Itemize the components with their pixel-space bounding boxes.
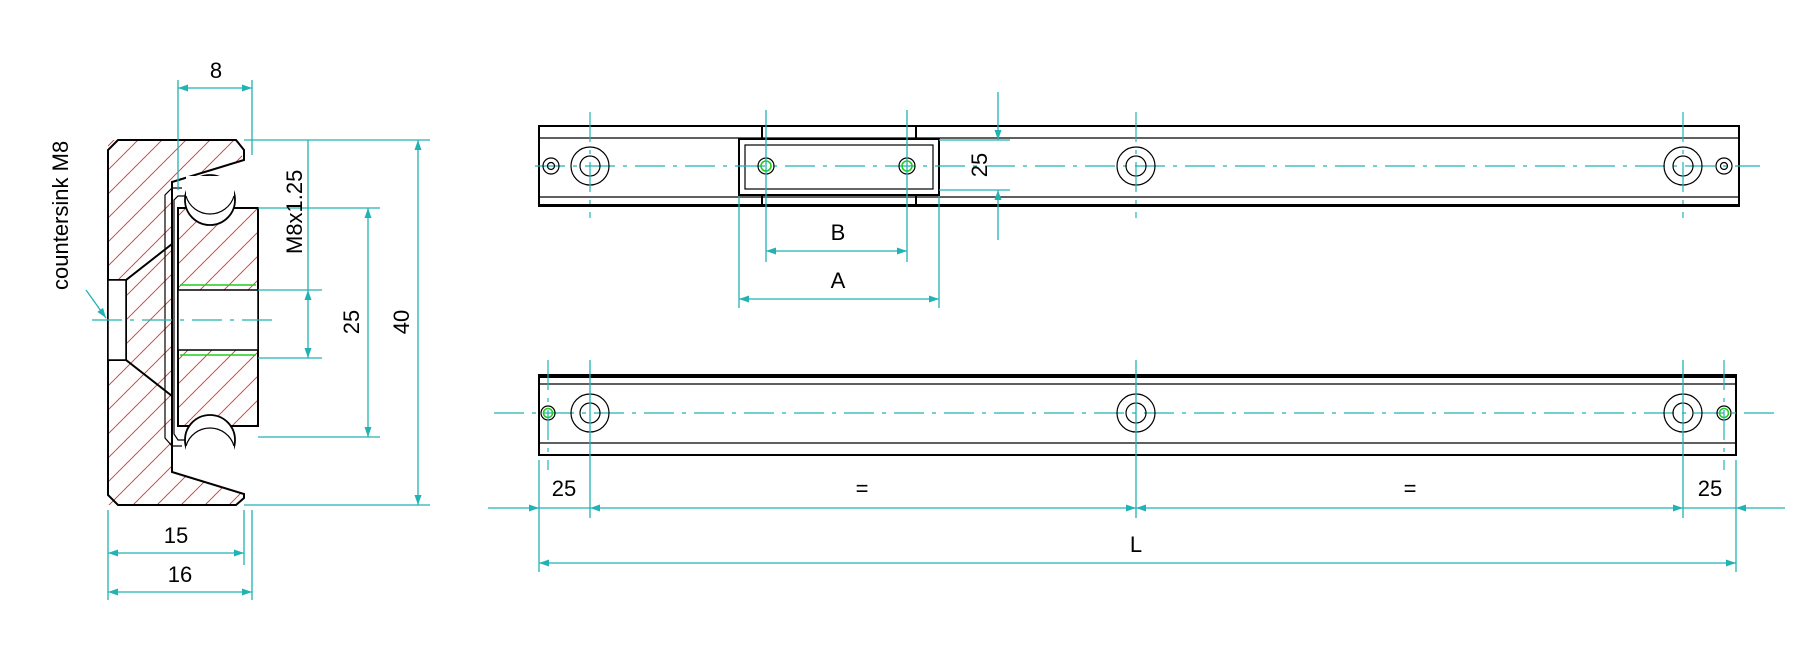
top-end-hole-left — [542, 157, 560, 175]
dim-label-40: 40 — [389, 310, 414, 334]
dim-label-16: 16 — [168, 562, 192, 587]
dim-label-A: A — [831, 268, 846, 293]
dim-label-equal-right: = — [1404, 476, 1417, 501]
dim-label-25-inner: 25 — [339, 310, 364, 334]
bottom-rail-outline — [538, 374, 1737, 456]
dim-label-end-right: 25 — [1698, 476, 1722, 501]
top-end-hole-right — [1715, 157, 1733, 175]
dim-label-25-top: 25 — [967, 153, 992, 177]
section-view: countersink M8 M8x1.25 8 25 40 15 16 — [48, 58, 430, 600]
carriage-outline — [738, 138, 940, 196]
dim-label-B: B — [831, 220, 846, 245]
countersink-label: countersink M8 — [48, 141, 73, 290]
dim-label-L: L — [1130, 532, 1142, 557]
thread-label: M8x1.25 — [282, 170, 307, 254]
countersink-leader — [85, 289, 107, 319]
dim-label-15: 15 — [164, 523, 188, 548]
dim-label-end-left: 25 — [552, 476, 576, 501]
rail-section-outline — [107, 139, 245, 506]
dim-label-8: 8 — [210, 58, 222, 83]
top-view: B A 25 — [535, 92, 1760, 308]
dim-label-equal-left: = — [856, 476, 869, 501]
bottom-view: 25 = = 25 L — [488, 360, 1785, 572]
rail-channel — [164, 187, 182, 447]
